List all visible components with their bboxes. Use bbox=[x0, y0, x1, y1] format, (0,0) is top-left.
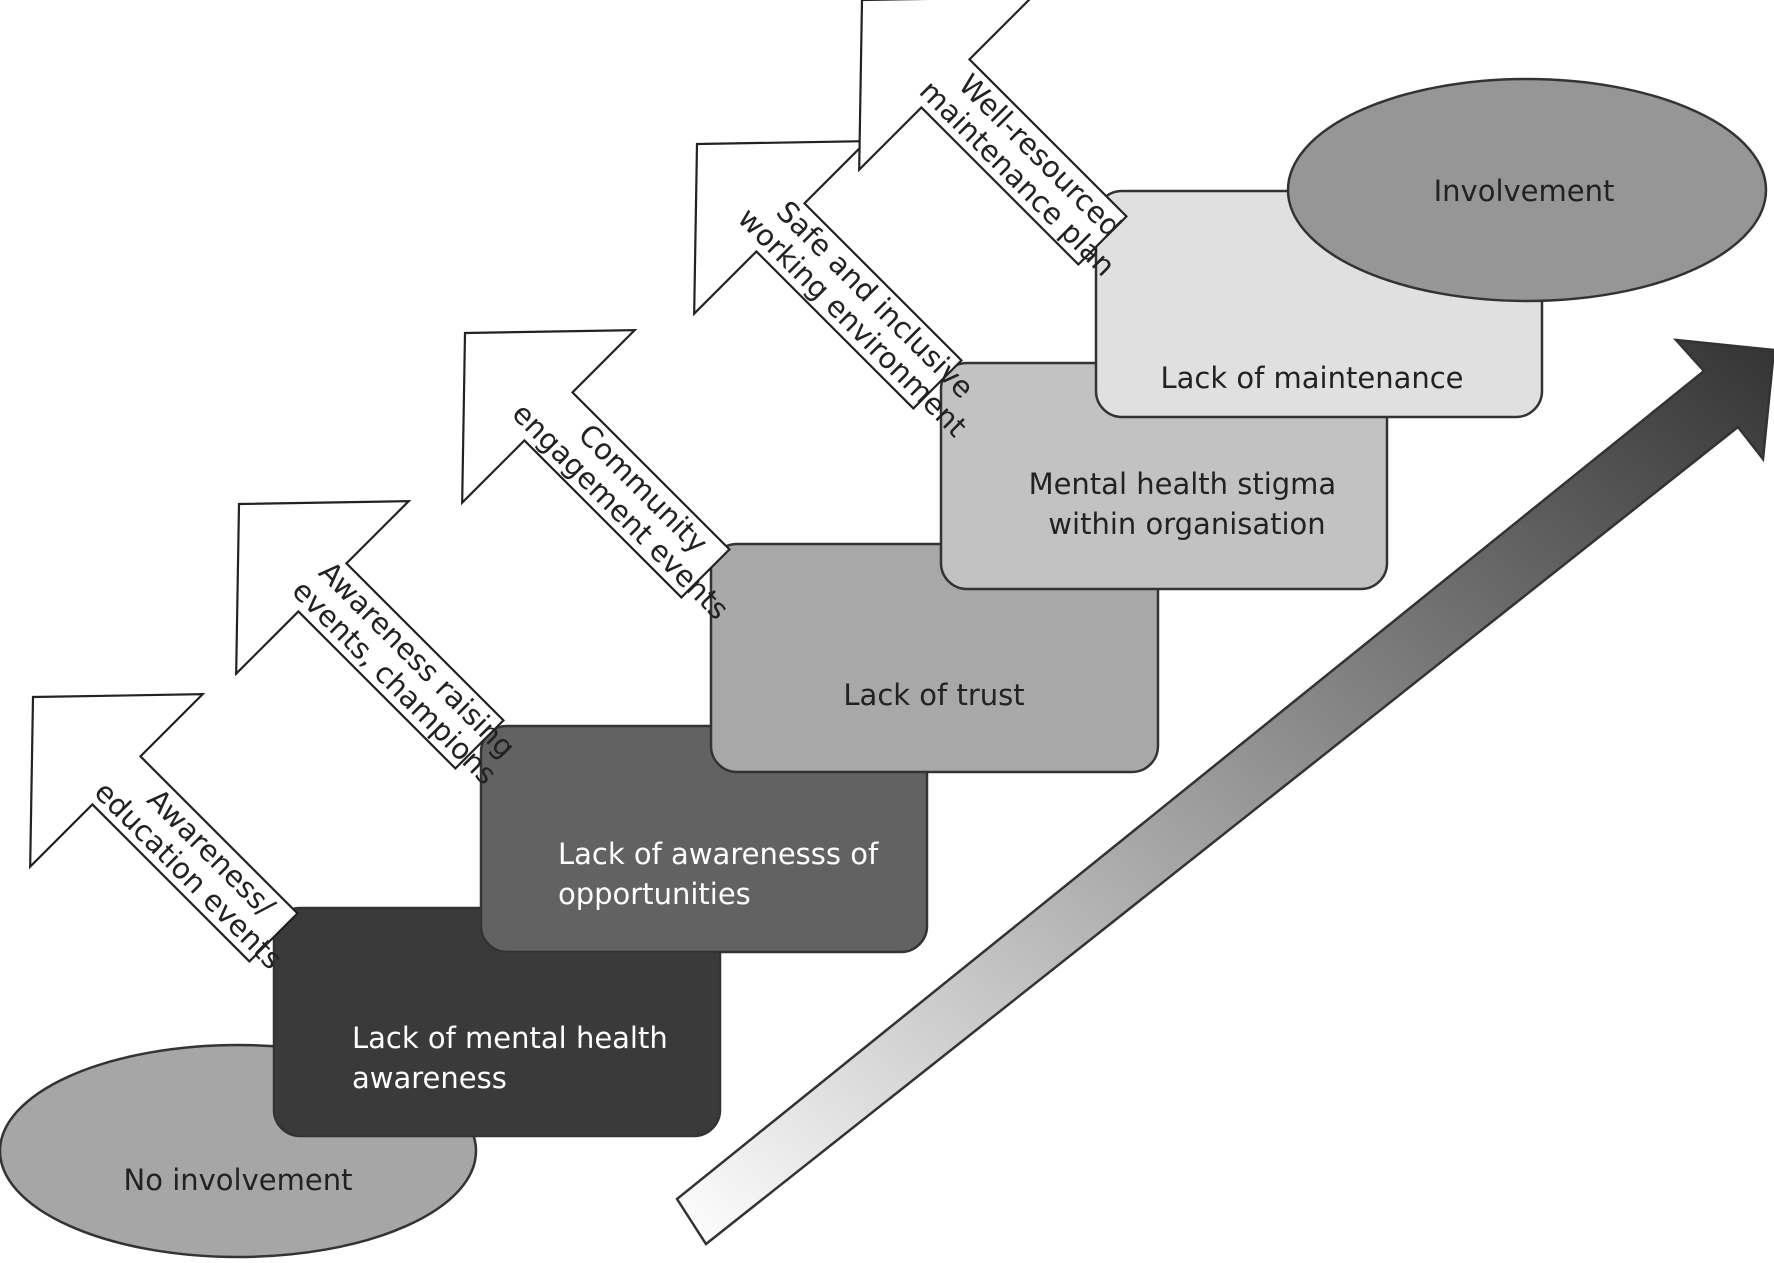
svg-text:Mental health stigma wit: Mental health stigma within organisation bbox=[1029, 467, 1346, 541]
intervention-label-line2: engagement events bbox=[506, 396, 736, 626]
barrier-label: awareness bbox=[352, 1061, 507, 1095]
progress-arrow bbox=[675, 338, 1774, 1246]
intervention-label: Well-resourcedmaintenance plan bbox=[913, 51, 1145, 283]
barrier-label: opportunities bbox=[558, 877, 751, 911]
svg-text:Lack of maintenance: Lack of maintenance bbox=[1160, 361, 1463, 395]
barrier-step-mental-health-stigma: Mental health stigma within organisation bbox=[939, 361, 1389, 591]
barrier-label: within organisation bbox=[1048, 507, 1325, 541]
intervention-label: Awareness/education events bbox=[88, 752, 312, 976]
involvement-ellipse bbox=[1286, 77, 1768, 303]
barrier-step-mental-health-awareness: Lack of mental health awareness bbox=[272, 906, 722, 1138]
svg-text:Lack of awarenesss of op: Lack of awarenesss of opportunities bbox=[558, 837, 887, 911]
barrier-label: Lack of trust bbox=[843, 678, 1024, 712]
no-involvement-label: No involvement bbox=[124, 1163, 353, 1197]
intervention-label-line1: Awareness raising bbox=[312, 555, 522, 765]
intervention-arrow-shape bbox=[29, 693, 300, 964]
svg-text:Lack of trust: Lack of trust bbox=[843, 678, 1024, 712]
barrier-label: Lack of awarenesss of bbox=[558, 837, 879, 871]
barrier-label: Lack of maintenance bbox=[1160, 361, 1463, 395]
barrier-label: Lack of mental health bbox=[352, 1021, 668, 1055]
barrier-step-lack-of-trust: Lack of trust bbox=[709, 542, 1160, 774]
barrier-label: Mental health stigma bbox=[1029, 467, 1337, 501]
intervention-arrow-shape bbox=[693, 140, 964, 411]
intervention-label: Awareness raisingevents, champions bbox=[286, 551, 527, 792]
intervention-label: Communityengagement events bbox=[506, 374, 759, 627]
intervention-label-line2: working environment bbox=[731, 201, 973, 443]
intervention-arrow-shape bbox=[461, 329, 732, 600]
intervention-arrow-shape bbox=[235, 500, 506, 771]
intervention-label-line1: Safe and inclusive bbox=[770, 194, 981, 405]
svg-text:Lack of mental health aw: Lack of mental health awareness bbox=[352, 1021, 677, 1095]
intervention-label-line2: events, champions bbox=[286, 573, 504, 791]
intervention-label-line2: maintenance plan bbox=[913, 74, 1122, 283]
involvement-label: Involvement bbox=[1434, 174, 1615, 208]
intervention-label: Safe and inclusiveworking environment bbox=[731, 178, 996, 443]
barrier-step-awareness-of-opportunities: Lack of awarenesss of opportunities bbox=[479, 724, 929, 954]
intervention-arrow-shape bbox=[858, 0, 1129, 267]
